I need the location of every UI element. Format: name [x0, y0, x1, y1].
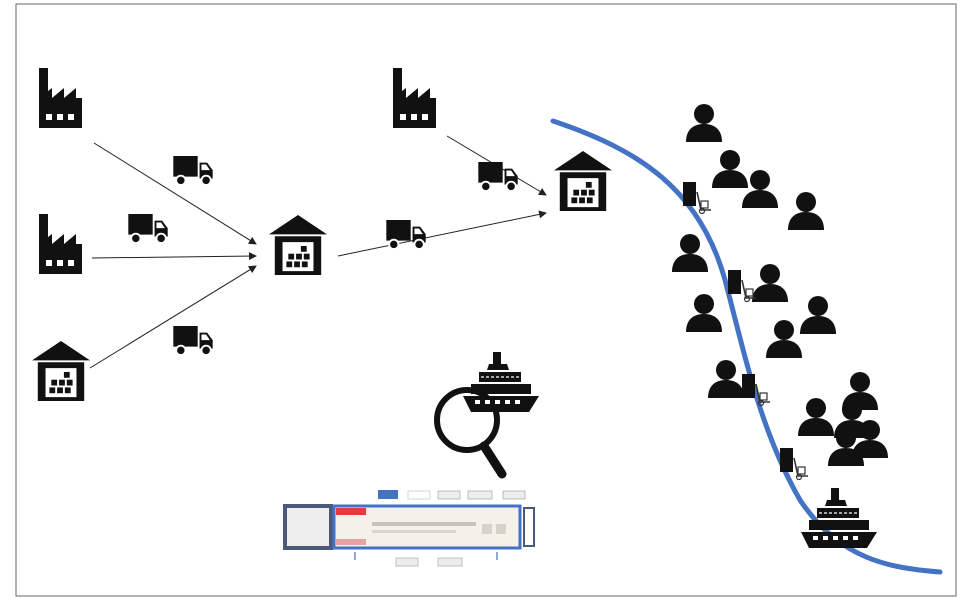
mini-button	[395, 557, 419, 567]
mini-left-panel	[283, 504, 333, 550]
magnifier-handle	[479, 441, 507, 479]
arrow-factory2-to-hub	[91, 252, 257, 261]
arrow-hub-to-dc	[337, 210, 547, 257]
mini-tab	[502, 490, 526, 500]
mini-ui-screenshot	[283, 490, 535, 567]
mini-block	[496, 524, 506, 534]
mini-row	[372, 530, 456, 533]
delivery-route-line	[550, 118, 943, 575]
mini-tab	[467, 490, 493, 500]
mini-red-block	[336, 508, 366, 515]
mini-right-panel	[523, 507, 535, 547]
mini-tab	[378, 490, 398, 499]
mini-block	[482, 524, 492, 534]
mini-row	[372, 522, 476, 526]
ship-search-group	[434, 352, 540, 479]
mini-tab	[437, 490, 461, 500]
arrow-factory1-to-hub	[93, 142, 257, 245]
arrow-warehouse-to-hub	[89, 265, 257, 369]
mini-tab	[407, 490, 431, 500]
mini-red-block	[336, 539, 366, 545]
magnifier-icon	[434, 387, 500, 453]
mini-button	[437, 557, 463, 567]
